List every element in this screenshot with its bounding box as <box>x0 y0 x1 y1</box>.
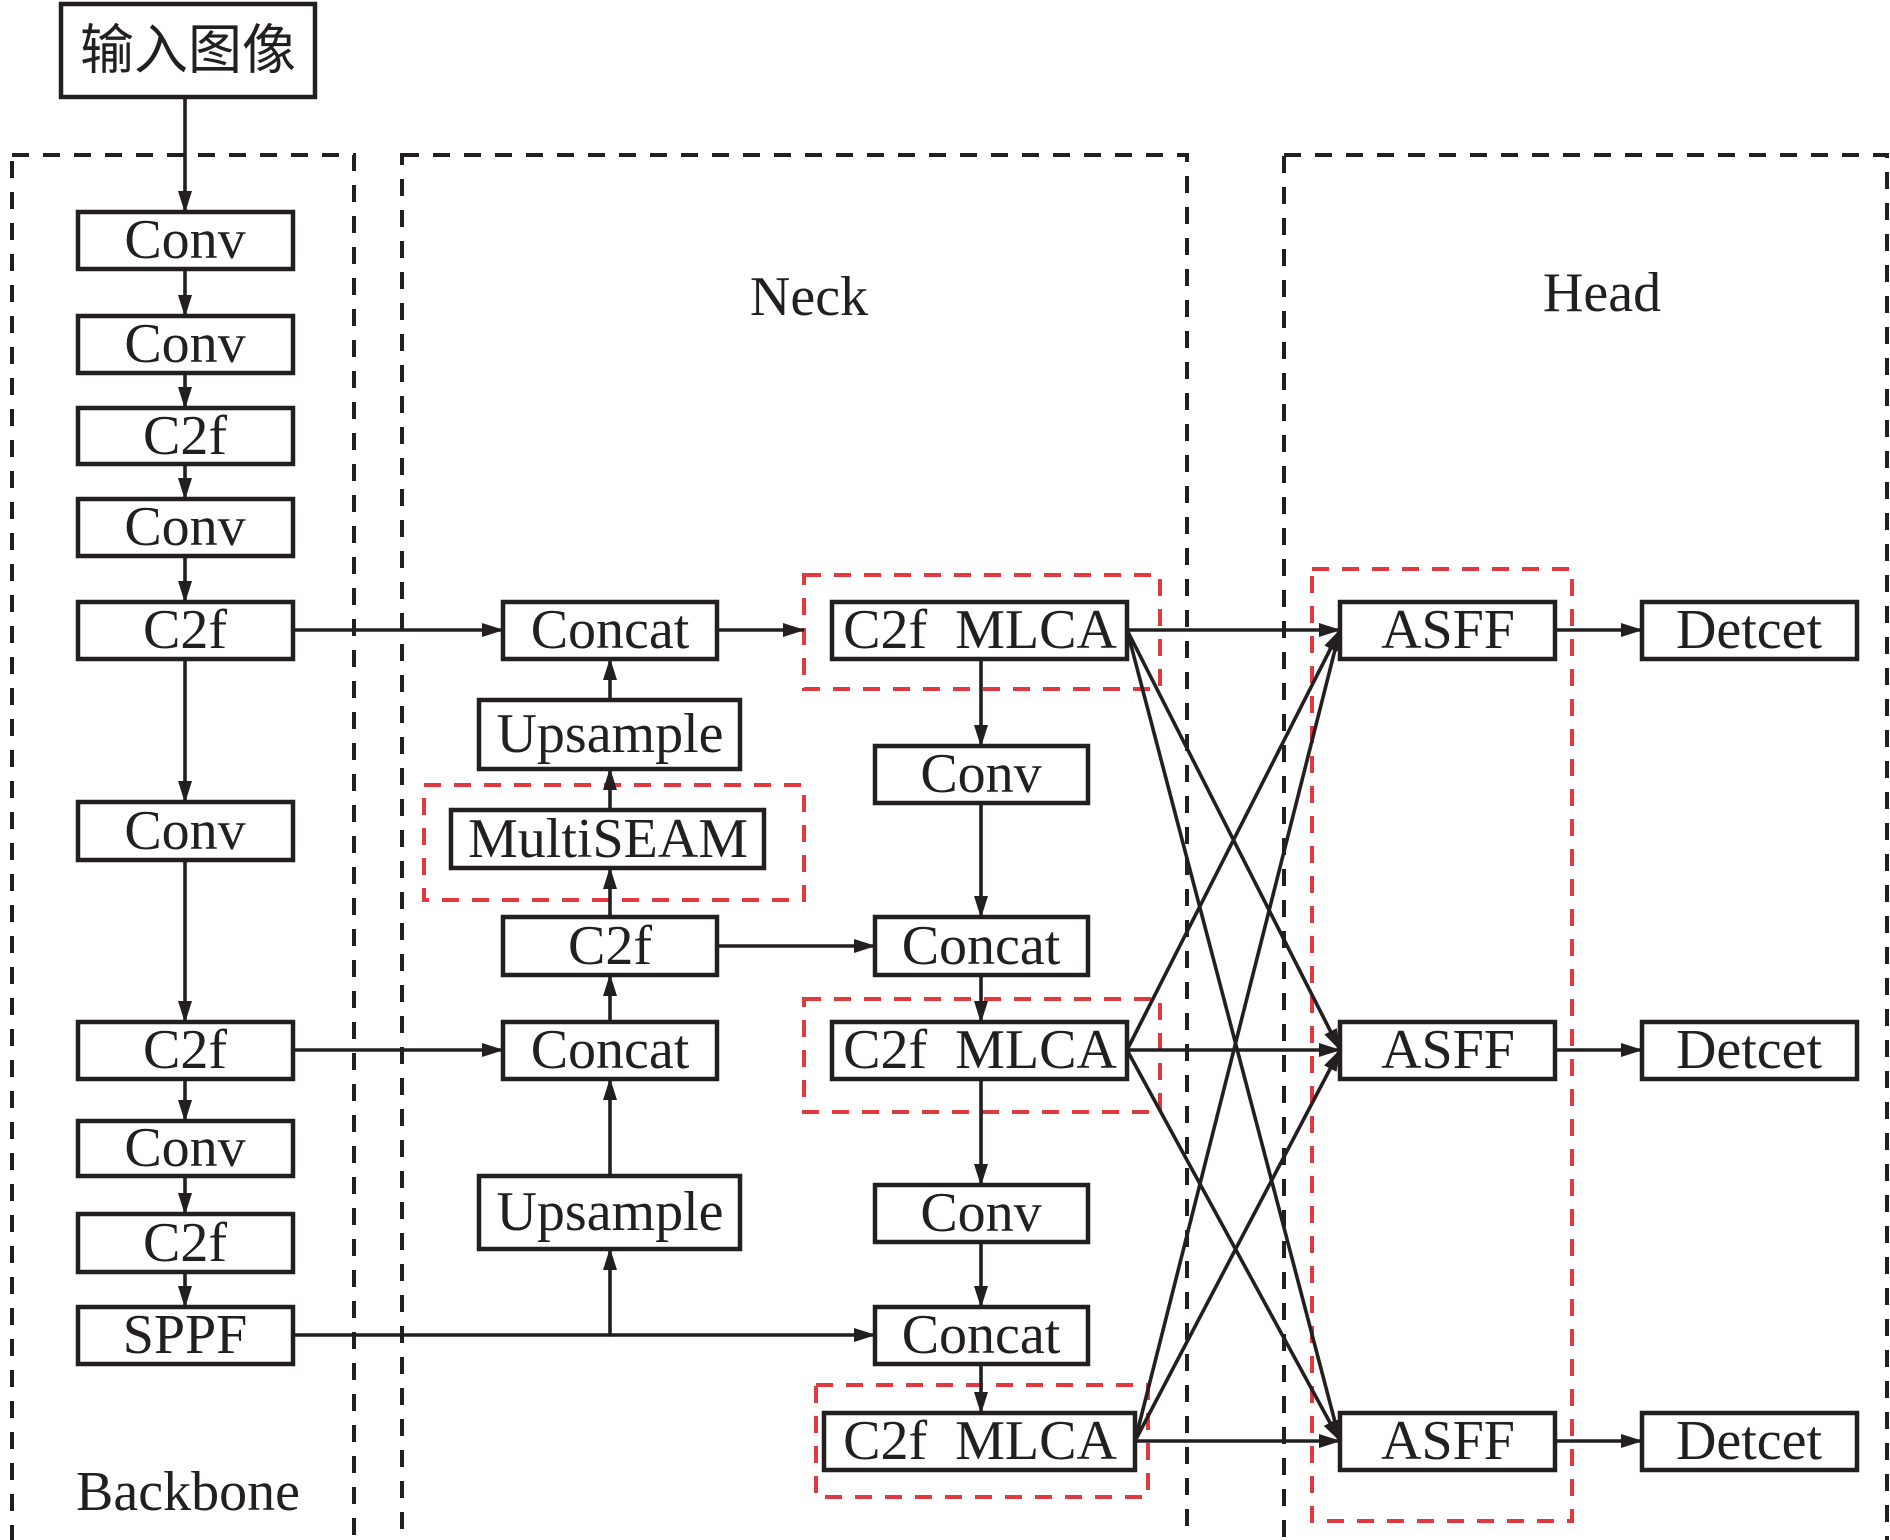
neck-node-c2f[interactable]: C2f <box>500 914 720 978</box>
node-label: C2f <box>143 1212 227 1274</box>
edge-n_mlca3-to-h_asff1 <box>1133 629 1342 1442</box>
node-label: C2f MLCA <box>843 1019 1117 1081</box>
edges <box>178 97 1643 1448</box>
node-label: Concat <box>531 1019 690 1081</box>
node-label: Detcet <box>1676 599 1823 661</box>
neck-node-multiseam[interactable]: MultiSEAM <box>448 807 767 871</box>
node-label: Upsample <box>496 703 723 765</box>
node-label: C2f <box>143 599 227 661</box>
head-node-detect-1[interactable]: Detcet <box>1639 599 1860 662</box>
node-label: SPPF <box>123 1304 248 1366</box>
node-label: Upsample <box>496 1181 723 1243</box>
backbone-label: Backbone <box>76 1461 300 1523</box>
head-label: Head <box>1543 262 1661 324</box>
backbone-node-conv-5[interactable]: Conv <box>75 1117 296 1179</box>
node-label: Detcet <box>1676 1410 1823 1472</box>
head-node-asff-3[interactable]: ASFF <box>1337 1410 1558 1473</box>
neck-node-conv-1[interactable]: Conv <box>872 743 1091 806</box>
node-label: Conv <box>920 743 1041 805</box>
backbone-node-conv-2[interactable]: Conv <box>75 313 296 376</box>
backbone-node-conv-4[interactable]: Conv <box>75 799 296 863</box>
neck-node-concat-4[interactable]: Concat <box>872 1304 1091 1367</box>
node-label: ASFF <box>1381 599 1515 661</box>
neck-node-conv-2[interactable]: Conv <box>872 1182 1091 1245</box>
node-label: Conv <box>920 1182 1041 1244</box>
node-label: C2f <box>143 1019 227 1081</box>
node-label: Conv <box>124 496 245 558</box>
node-label: ASFF <box>1381 1410 1515 1472</box>
node-label: Conv <box>124 313 245 375</box>
edge-n_mlca2-to-h_asff3 <box>1125 1049 1342 1442</box>
neck-node-upsample-2[interactable]: Upsample <box>476 1173 743 1252</box>
input-label: 输入图像 <box>80 19 296 82</box>
node-label: ASFF <box>1381 1019 1515 1081</box>
node-label: C2f <box>143 405 227 467</box>
node-label: C2f <box>568 915 652 977</box>
head-node-asff-1[interactable]: ASFF <box>1337 599 1558 662</box>
node-label: Concat <box>902 915 1061 977</box>
backbone-node-conv-3[interactable]: Conv <box>75 496 296 559</box>
backbone-group <box>10 153 356 1540</box>
backbone-node-sppf[interactable]: SPPF <box>75 1304 296 1367</box>
node-label: Conv <box>124 1117 245 1179</box>
head-node-detect-2[interactable]: Detcet <box>1639 1019 1860 1082</box>
node-label: C2f MLCA <box>843 599 1117 661</box>
edge-n_mlca2-to-h_asff1 <box>1125 629 1342 1051</box>
neck-node-c2f-mlca-3[interactable]: C2f MLCA <box>821 1410 1138 1473</box>
neck-node-concat-3[interactable]: Concat <box>872 914 1091 978</box>
node-label: Conv <box>124 800 245 862</box>
neck-node-c2f-mlca-2[interactable]: C2f MLCA <box>829 1019 1130 1082</box>
edge-n_mlca1-to-h_asff3 <box>1125 629 1342 1442</box>
neck-label: Neck <box>750 266 868 328</box>
neck-node-upsample-1[interactable]: Upsample <box>476 697 743 772</box>
head-node-detect-3[interactable]: Detcet <box>1639 1410 1860 1473</box>
backbone-node-c2f-3[interactable]: C2f <box>75 1019 296 1082</box>
neck-node-concat-1[interactable]: Concat <box>500 599 720 662</box>
node-label: Conv <box>124 209 245 271</box>
backbone-node-c2f-1[interactable]: C2f <box>75 405 296 467</box>
node-label: C2f MLCA <box>843 1410 1117 1472</box>
neck-node-c2f-mlca-1[interactable]: C2f MLCA <box>829 599 1130 662</box>
input-node[interactable]: 输入图像 <box>58 1 318 100</box>
node-label: Concat <box>902 1304 1061 1366</box>
node-label: MultiSEAM <box>468 808 748 870</box>
edge-b10-to-n_up2 <box>293 1248 617 1337</box>
neck-node-concat-2[interactable]: Concat <box>500 1019 720 1082</box>
edge-n_mlca3-to-h_asff2 <box>1133 1049 1342 1442</box>
node-label: Concat <box>531 599 690 661</box>
backbone-node-c2f-2[interactable]: C2f <box>75 599 296 662</box>
backbone-node-conv-1[interactable]: Conv <box>75 209 296 272</box>
asff-highlight <box>1310 567 1574 1523</box>
node-label: Detcet <box>1676 1019 1823 1081</box>
backbone-node-c2f-4[interactable]: C2f <box>75 1211 296 1275</box>
head-group <box>1282 153 1889 1540</box>
head-node-asff-2[interactable]: ASFF <box>1337 1019 1558 1082</box>
